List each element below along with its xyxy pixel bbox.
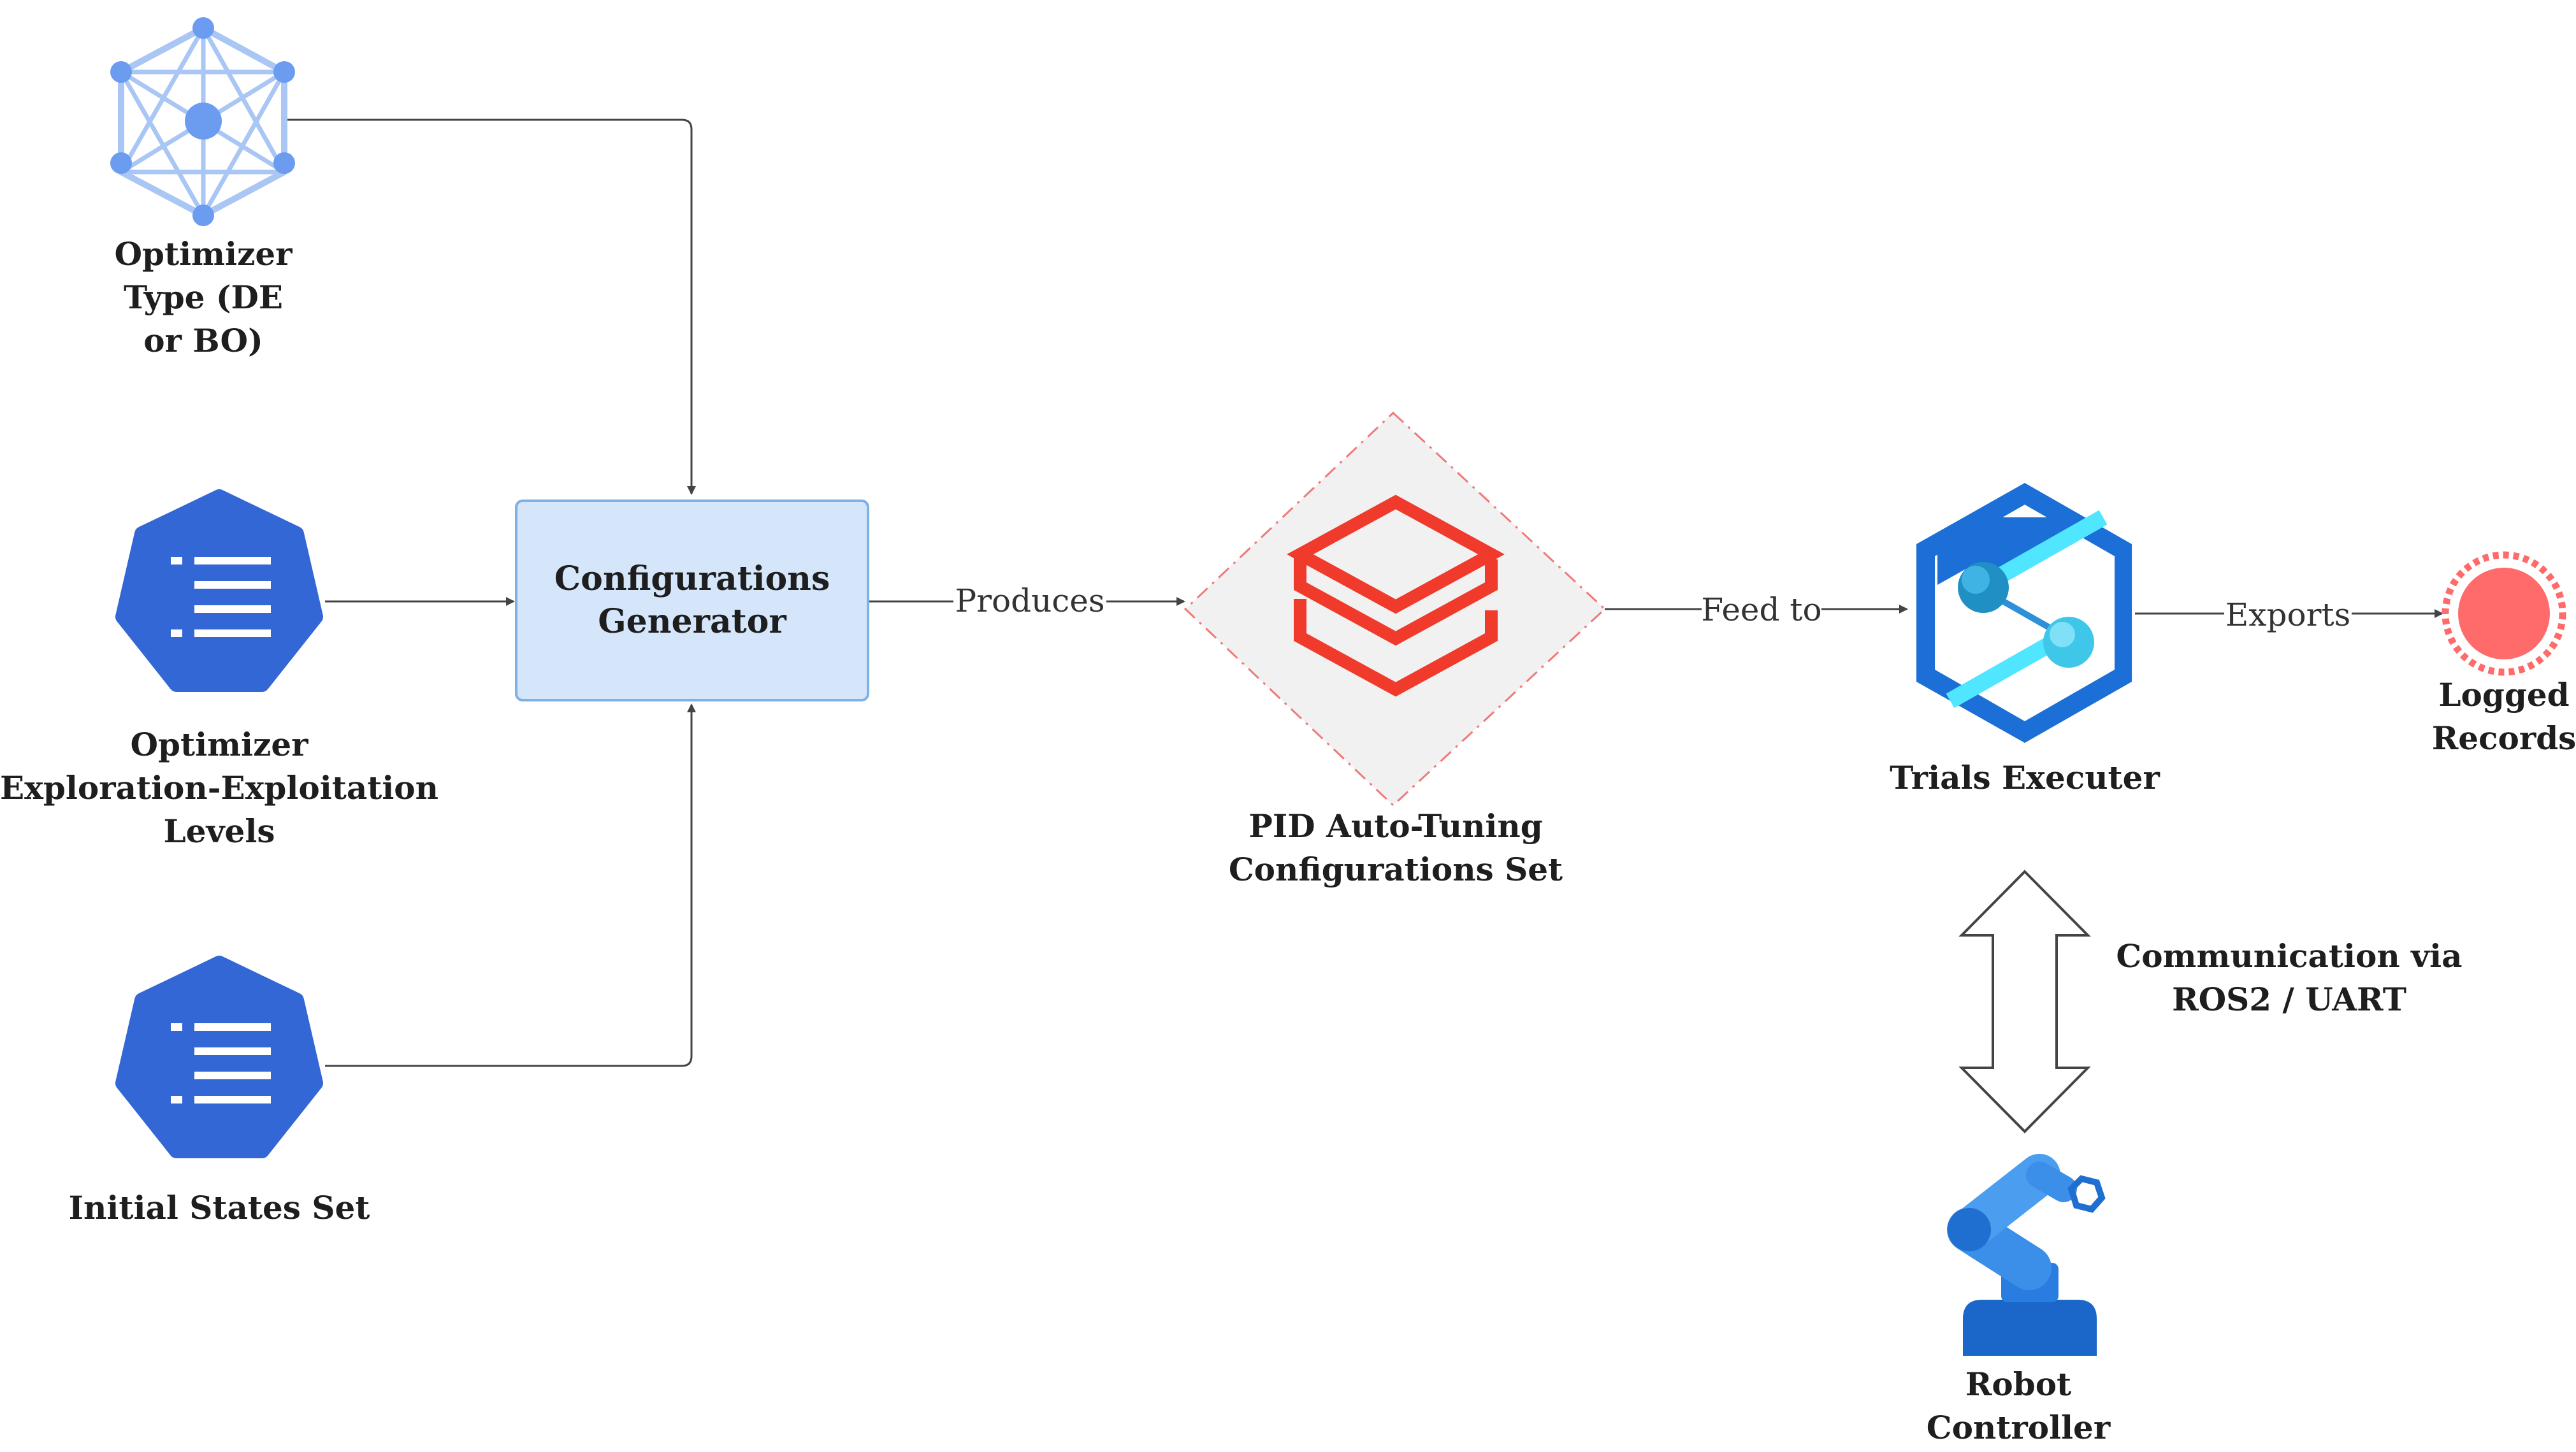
communication-label-line2: ROS2 / UART [2172,981,2406,1018]
optimizer-type-label-line1: Optimizer [114,235,293,273]
edge-optimizer-type-to-generator [286,119,696,495]
initial-states-node: Initial States Set [69,956,370,1226]
robot-arm-icon [1947,1154,2106,1356]
exploration-levels-label-line1: Optimizer [130,726,308,763]
hexagon-list-icon [115,489,323,692]
configurations-generator-box[interactable] [515,500,869,701]
network-graph-icon [110,17,295,226]
exploration-levels-label-line3: Levels [164,812,275,850]
configurations-generator-label-line2: Generator [598,602,786,641]
pid-configurations-set-node: PID Auto-Tuning Configurations Set [1183,411,1607,888]
layered-stack-icon [1287,494,1505,697]
hexagon-list-icon [115,956,323,1158]
communication-link: Communication via ROS2 / UART [1958,870,2463,1133]
pid-configurations-label-line1: PID Auto-Tuning [1248,807,1542,845]
optimizer-type-node: Optimizer Type (DE or BO) [110,17,295,359]
communication-label-line1: Communication via [2116,937,2462,975]
double-arrow-icon [1958,870,2091,1133]
logged-records-node: Logged Records [2432,551,2576,757]
exploration-levels-label-line2: Exploration-Exploitation [0,769,438,807]
robot-controller-label-line1: Robot [1965,1365,2071,1403]
exploration-levels-node: Optimizer Exploration-Exploitation Level… [0,489,438,850]
configurations-generator-label-line1: Configurations [554,559,830,598]
optimizer-type-label-line2: Type (DE [124,278,283,316]
edge-initial-states-to-generator [325,703,696,1067]
record-dot-icon [2442,551,2566,676]
trials-executer-label: Trials Executer [1890,759,2160,796]
logged-records-label-line2: Records [2432,719,2576,757]
robot-controller-node: Robot Controller [1927,1154,2111,1446]
configurations-generator-node[interactable]: Configurations Generator [515,500,869,701]
hexagon-pipeline-icon [1916,483,2132,743]
logged-records-label-line1: Logged [2438,676,2569,714]
initial-states-label: Initial States Set [69,1189,370,1226]
optimizer-type-label-line3: or BO) [143,322,263,359]
edge-label-feed-to: Feed to [1701,591,1821,628]
pid-configurations-label-line2: Configurations Set [1229,851,1563,888]
trials-executer-node: Trials Executer [1890,483,2160,796]
edge-labels: Produces Feed to Exports [953,577,2352,635]
edge-label-exports: Exports [2225,596,2350,633]
robot-controller-label-line2: Controller [1927,1409,2111,1446]
edge-label-produces: Produces [955,582,1104,619]
